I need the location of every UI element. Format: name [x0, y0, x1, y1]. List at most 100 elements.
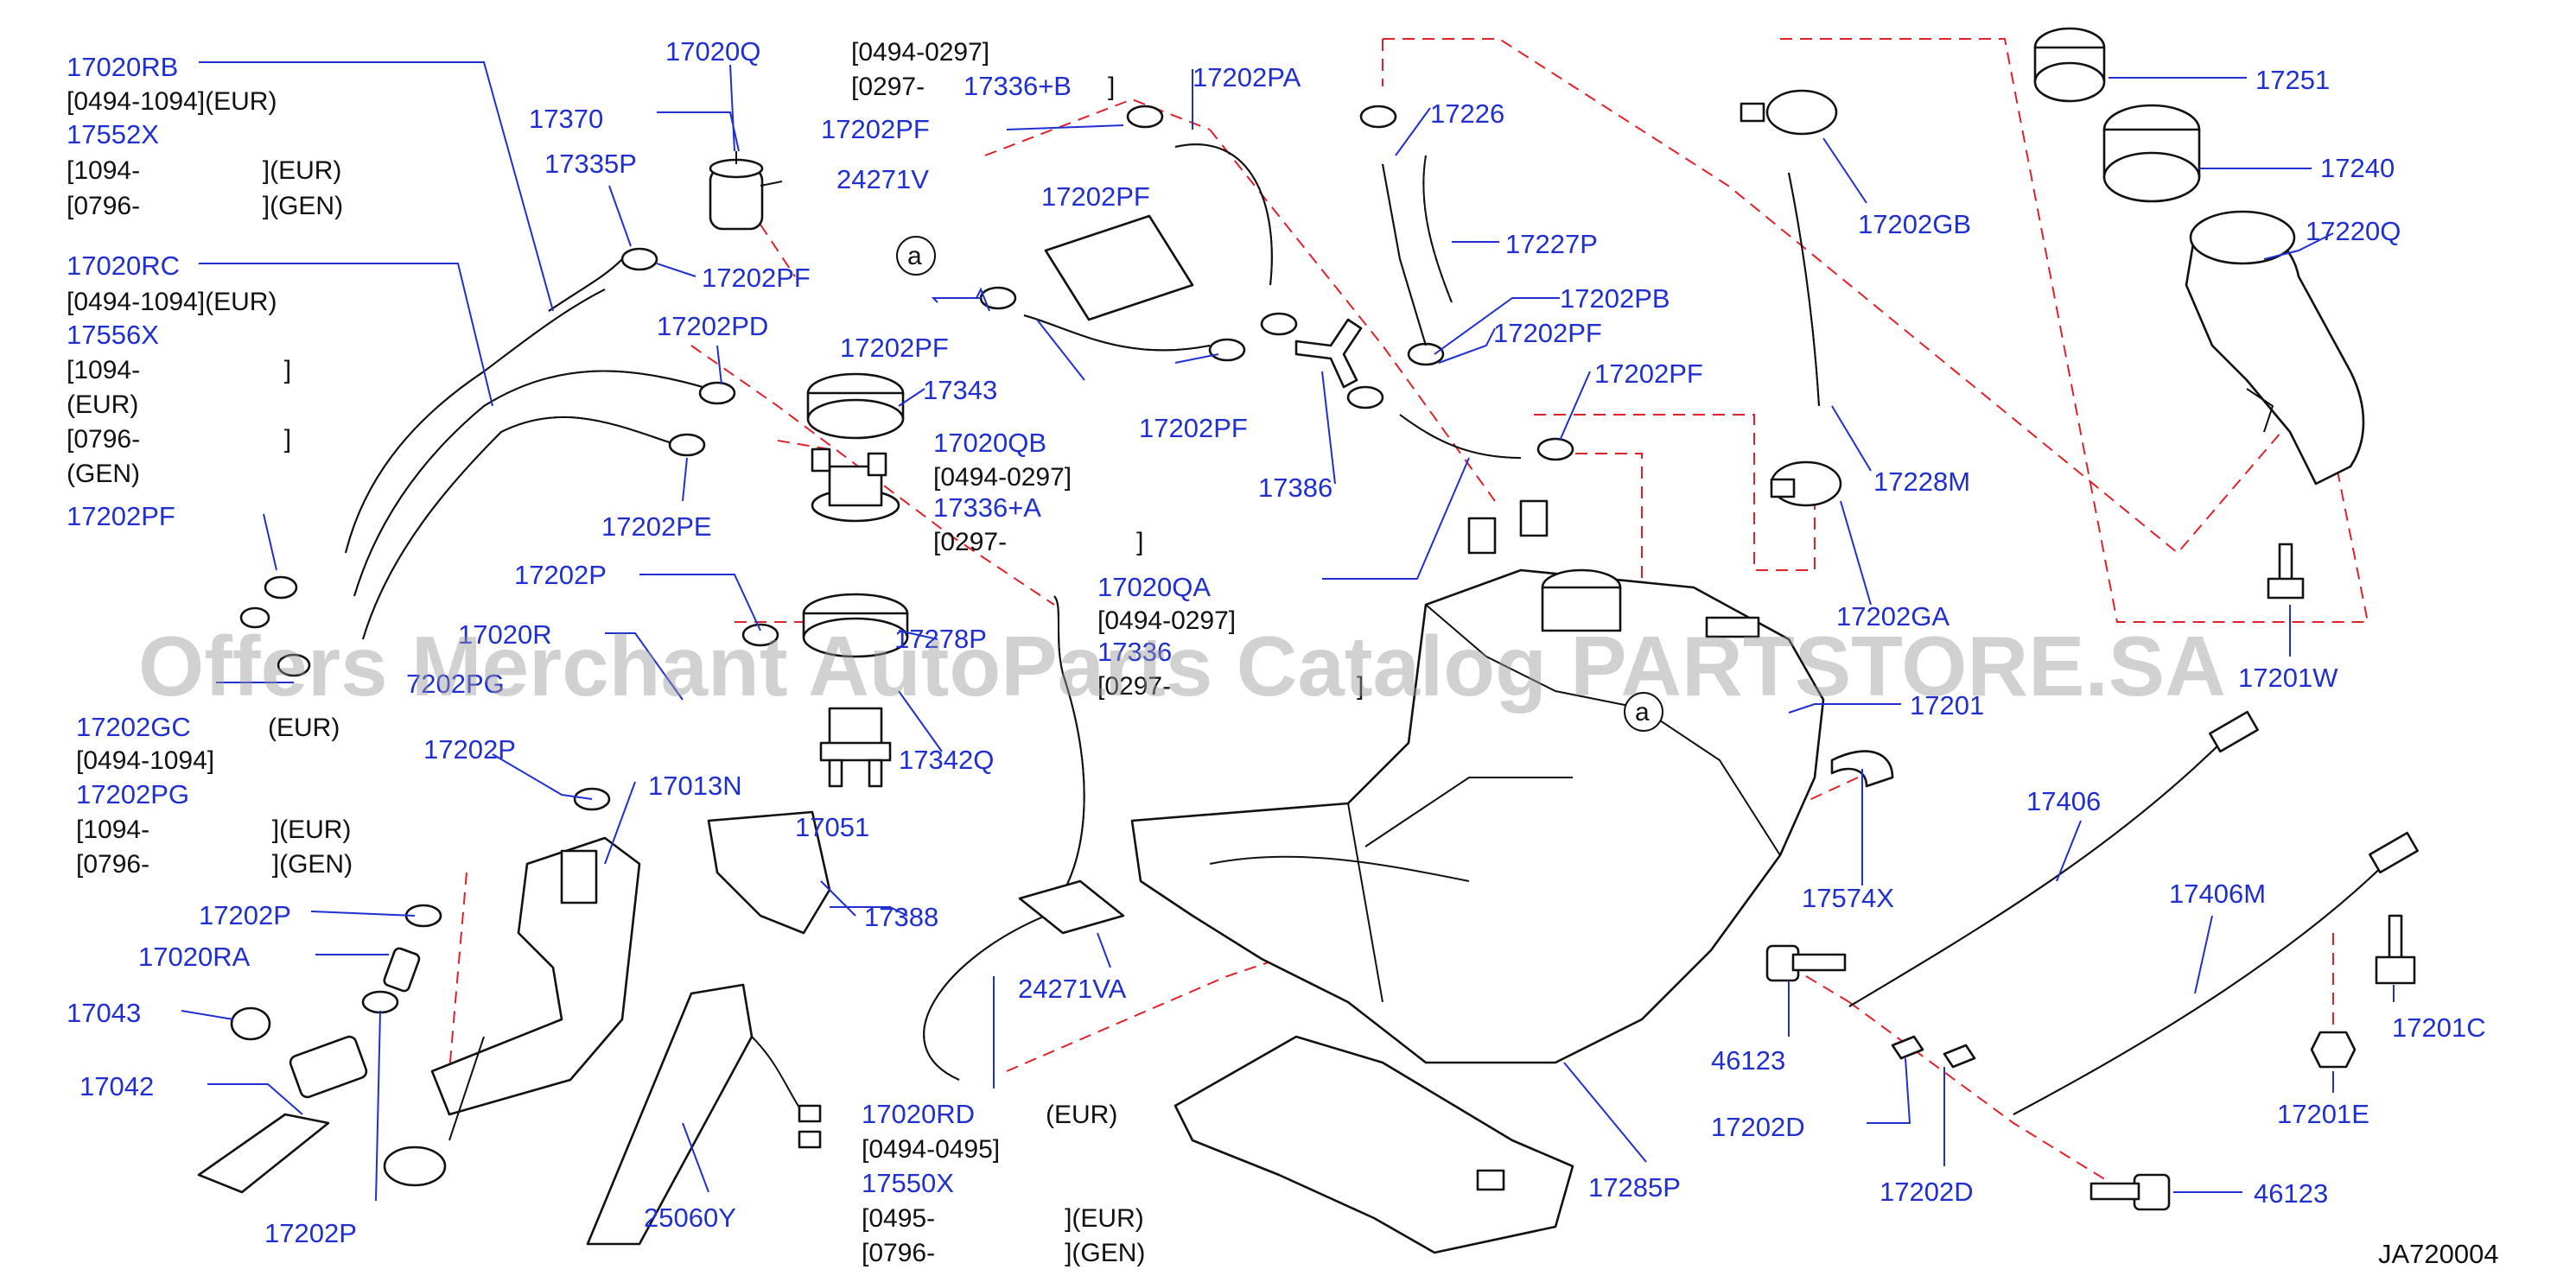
insulator-24271va — [1018, 879, 1125, 935]
label-17201c[interactable]: 17201C — [2392, 1012, 2486, 1043]
detail-17020rb-1: [0494-1094](EUR) — [67, 87, 277, 116]
label-17342q[interactable]: 17342Q — [899, 745, 994, 775]
label-7202pg[interactable]: 7202PG — [406, 669, 505, 699]
label-17202pa[interactable]: 17202PA — [1193, 62, 1301, 92]
label-17020qa[interactable]: 17020QA — [1097, 572, 1211, 602]
detail-17550x-2: [0796- ](GEN) — [862, 1239, 1145, 1267]
hose-17020qa — [1399, 414, 1522, 459]
label-17020q[interactable]: 17020Q — [665, 36, 760, 67]
detail-17550x-1: [0495- ](EUR) — [862, 1204, 1144, 1233]
label-17020ra[interactable]: 17020RA — [138, 942, 251, 972]
detail-17020qb-1: [0494-0297] — [933, 463, 1072, 492]
label-17406[interactable]: 17406 — [2026, 786, 2101, 816]
label-17202pf-b[interactable]: 17202PF — [702, 263, 811, 293]
label-17202pd[interactable]: 17202PD — [657, 311, 768, 341]
label-17020rb[interactable]: 17020RB — [67, 52, 178, 82]
label-17336b[interactable]: 17336+B — [964, 71, 1072, 101]
filler-tube-17228m — [1788, 172, 1820, 407]
label-17285p[interactable]: 17285P — [1588, 1172, 1681, 1203]
label-46123-b[interactable]: 46123 — [2254, 1178, 2328, 1209]
label-17228m[interactable]: 17228M — [1873, 466, 1970, 497]
label-17388[interactable]: 17388 — [864, 902, 938, 932]
label-25060y[interactable]: 25060Y — [644, 1203, 736, 1233]
label-17202p-b[interactable]: 17202P — [264, 1218, 357, 1248]
bolt-17201w — [2267, 543, 2305, 600]
label-17051[interactable]: 17051 — [795, 812, 869, 842]
label-17220q[interactable]: 17220Q — [2306, 216, 2401, 246]
detail-17020qa-1: [0494-0297] — [1097, 606, 1236, 635]
label-17020rc[interactable]: 17020RC — [67, 251, 180, 281]
clip-17574x — [1830, 750, 1894, 788]
label-17020rd[interactable]: 17020RD — [862, 1099, 975, 1129]
label-17202gb[interactable]: 17202GB — [1858, 209, 1971, 239]
detail-17020rc-1: [0494-1094](EUR) — [67, 288, 277, 316]
valve-17278p — [811, 447, 900, 523]
hose-17020rb — [345, 289, 606, 554]
label-17556x[interactable]: 17556X — [67, 320, 159, 350]
label-17278p[interactable]: 17278P — [894, 624, 987, 654]
label-17202ga[interactable]: 17202GA — [1836, 601, 1949, 631]
detail-17556x-4: (GEN) — [67, 460, 140, 488]
label-17552x[interactable]: 17552X — [67, 119, 159, 149]
detail-17552x-2: [0796- ](GEN) — [67, 192, 343, 220]
label-17227p[interactable]: 17227P — [1505, 229, 1598, 259]
label-17202pb[interactable]: 17202PB — [1560, 283, 1670, 314]
label-17343[interactable]: 17343 — [923, 375, 997, 405]
bracket-17388 — [707, 810, 831, 935]
label-17550x[interactable]: 17550X — [862, 1168, 954, 1198]
label-17043[interactable]: 17043 — [67, 998, 141, 1028]
part-labels: 17020RB [0494-1094](EUR) 17552X [1094- ]… — [67, 36, 2499, 1269]
label-17020r[interactable]: 17020R — [458, 619, 552, 650]
detail-17556x-3: [0796- ] — [67, 425, 291, 454]
clip-17202d-b — [1943, 1044, 1976, 1069]
label-17335p[interactable]: 17335P — [544, 149, 637, 179]
sender-unit-25060y — [586, 983, 822, 1246]
label-17202pf-d[interactable]: 17202PF — [1041, 181, 1150, 212]
label-17336a[interactable]: 17336+A — [933, 492, 1041, 523]
label-17240[interactable]: 17240 — [2320, 153, 2395, 183]
filler-neck-17220q — [2185, 210, 2365, 486]
label-17202pf-h[interactable]: 17202PF — [1594, 359, 1703, 389]
label-17202pe[interactable]: 17202PE — [601, 511, 712, 542]
detail-17202gc-1: [0494-1094] — [76, 746, 214, 775]
label-17386[interactable]: 17386 — [1258, 473, 1333, 503]
label-24271va[interactable]: 24271VA — [1018, 974, 1127, 1004]
protector-17285p — [1174, 1035, 1574, 1254]
bolt-46123-right — [2089, 1173, 2171, 1211]
label-17251[interactable]: 17251 — [2255, 65, 2330, 95]
label-17202d-a[interactable]: 17202D — [1711, 1112, 1805, 1142]
label-17202pf-f[interactable]: 17202PF — [1139, 413, 1248, 443]
label-46123-a[interactable]: 46123 — [1711, 1045, 1785, 1076]
label-17202pf-g[interactable]: 17202PF — [1493, 318, 1602, 348]
label-leader-lines — [181, 61, 2395, 1202]
label-17202p-d[interactable]: 17202P — [423, 734, 516, 765]
label-17202pf-c[interactable]: 17202PF — [821, 114, 930, 144]
label-17202pf-e[interactable]: 17202PF — [840, 333, 949, 363]
detail-17202pg-1: [1094- ](EUR) — [76, 816, 351, 844]
label-17013n[interactable]: 17013N — [648, 771, 742, 801]
diagram-code: JA720004 — [2378, 1239, 2499, 1269]
label-17202gc[interactable]: 17202GC — [76, 712, 191, 742]
label-17202pf-left[interactable]: 17202PF — [67, 501, 175, 531]
label-17202p-c[interactable]: 17202P — [514, 560, 607, 590]
label-17201[interactable]: 17201 — [1910, 690, 1984, 720]
detail-17556x-1: [1094- ] — [67, 356, 291, 384]
label-17202p-a[interactable]: 17202P — [199, 900, 291, 930]
label-17201w[interactable]: 17201W — [2238, 663, 2338, 693]
detail-17202gc-eur: (EUR) — [268, 714, 340, 742]
label-17370[interactable]: 17370 — [529, 104, 603, 134]
label-17202pg[interactable]: 17202PG — [76, 779, 189, 809]
label-17020qb[interactable]: 17020QB — [933, 428, 1046, 458]
callout-a-right — [1624, 692, 1663, 732]
label-17202d-b[interactable]: 17202D — [1880, 1177, 1974, 1207]
label-24271v[interactable]: 24271V — [836, 164, 929, 194]
label-17574x[interactable]: 17574X — [1802, 883, 1894, 913]
callout-a-right-text: a — [1635, 698, 1650, 727]
label-17042[interactable]: 17042 — [80, 1071, 154, 1101]
label-17201e[interactable]: 17201E — [2277, 1099, 2369, 1129]
label-17406m[interactable]: 17406M — [2169, 879, 2266, 909]
label-17336-partial[interactable]: 17336 — [1097, 637, 1172, 667]
label-17226[interactable]: 17226 — [1430, 98, 1504, 129]
callout-a-circles: a a — [896, 236, 1663, 732]
gasket-17342q — [802, 593, 909, 658]
